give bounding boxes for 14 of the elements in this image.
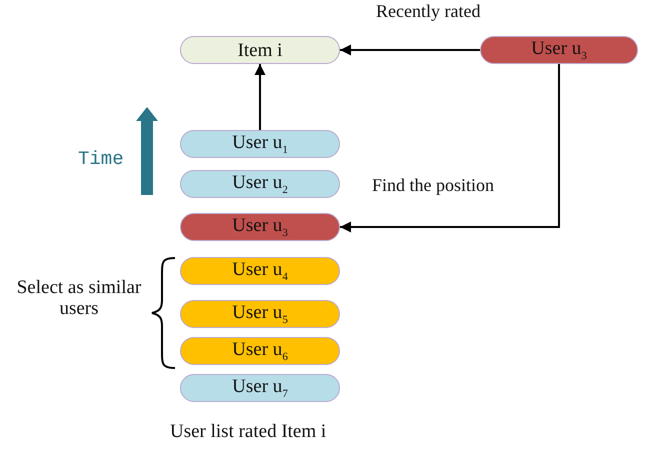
user-pill: User u$_{6}$ [180,337,340,365]
user-pill: User u$_{1}$ [180,130,340,158]
edge-label: Find the position [372,176,494,196]
user-pill: User u$_{3}$ [180,213,340,241]
arrow [340,64,560,232]
user-pill: User u$_{4}$ [180,257,340,285]
arrow [254,64,266,130]
item-pill: Item i [180,36,340,64]
user-pill: User u$_{2}$ [180,170,340,198]
edge-label: Recently rated [376,2,480,22]
arrow [340,44,480,56]
user-pill: User u$_{5}$ [180,300,340,328]
user-pill: User u$_{7}$ [180,374,340,402]
user-pill: User u$_{3}$ [480,36,638,64]
